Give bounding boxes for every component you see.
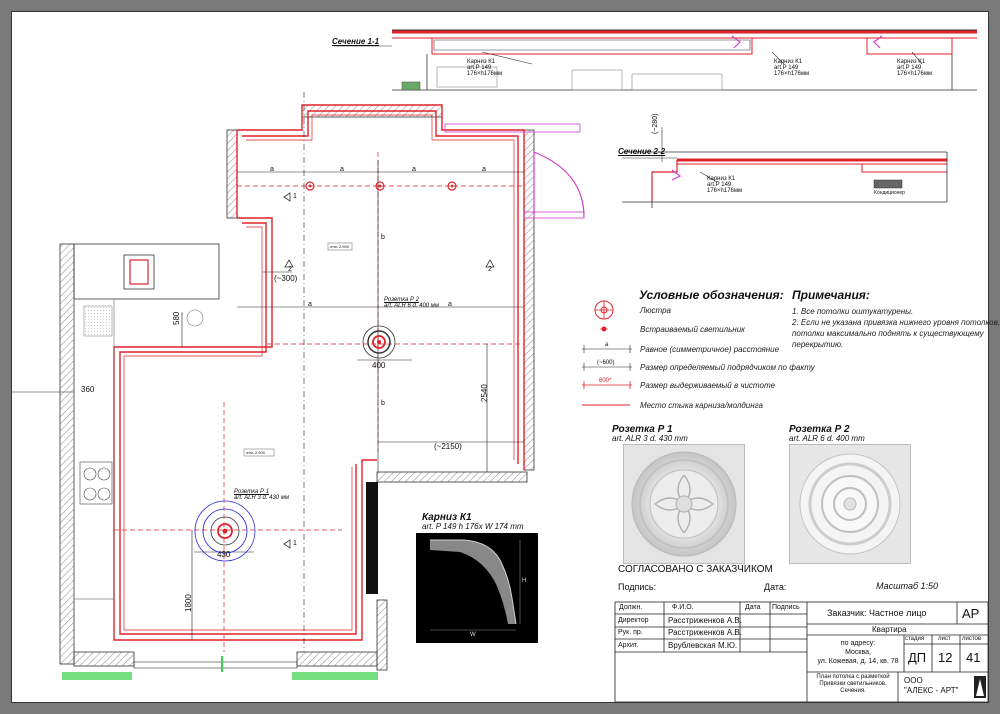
section-1-title: Сечение 1-1: [332, 37, 380, 46]
tb-row-2-role: Рук. пр.: [618, 629, 643, 636]
dim-a-4: a: [482, 166, 486, 173]
dim-2150: (~2150): [434, 442, 462, 451]
tb-sheet: 12: [938, 650, 953, 665]
dim-400: 400: [372, 361, 386, 370]
dim-2540: 2540: [480, 384, 489, 402]
tb-object: Квартира: [872, 625, 907, 634]
rosette-p2-drawing: [790, 445, 910, 563]
dim-a-1: a: [270, 166, 274, 173]
tb-row-3-name: Врублевская М.Ю.: [668, 641, 738, 650]
section-marker-1a: 1: [293, 193, 297, 200]
cornice-w-label: W: [470, 632, 476, 638]
rosette-p2-title: Розетка Р 2: [789, 424, 850, 435]
tb-address: по адресу:Москва,ул. Кожевая, д. 14, кв.…: [817, 640, 899, 665]
section-marker-2a: 2: [288, 266, 292, 273]
notes-title: Примечания:: [792, 288, 870, 302]
rosette-p2-image: [789, 444, 911, 564]
tb-sheet-header: лист: [938, 636, 951, 642]
cornice-title: Карниз К1: [422, 512, 472, 523]
dim-a-3: a: [412, 166, 416, 173]
section-marker-1b: 1: [293, 540, 297, 547]
section-2-dim: (~280): [652, 113, 659, 134]
tb-row-1-name: Расстриженков А.В.: [668, 616, 742, 625]
section-2-tag: Кондиционер: [874, 190, 905, 196]
notes-body: 1. Все потолки оштукатурены. 2. Если не …: [792, 307, 1000, 349]
rosette-p2-art: art. ALR 6 d. 400 mm: [789, 434, 865, 443]
dim-300: (~300): [274, 274, 298, 283]
dim-580: 580: [172, 311, 181, 325]
legend-sym-600b: 600*: [599, 378, 612, 384]
tb-sheets: 41: [966, 650, 981, 665]
dim-b-1: b: [381, 234, 385, 241]
company-logo: [974, 676, 986, 698]
tb-row-3-role: Архит.: [618, 642, 639, 649]
legend-item-joint: Место стыка карниза/молдинга: [640, 401, 763, 410]
rosette-p1-drawing: [624, 445, 744, 563]
tb-code: АР: [962, 606, 980, 621]
tb-customer: Заказчик: Частное лицо: [827, 608, 927, 618]
legend-item-spotlight: Встраиваемый светильник: [640, 325, 745, 334]
dim-a-2: a: [340, 166, 344, 173]
tb-row-1-role: Директор: [618, 617, 649, 624]
tb-header-role: Должн.: [619, 604, 643, 611]
cornice-art: art. P 149 h 176x W 174 mm: [422, 522, 524, 531]
tb-stage-header: стадия: [905, 636, 925, 642]
dim-a-6: a: [448, 301, 452, 308]
legend-item-equal-distance: Равное (симметричное) расстояние: [640, 345, 780, 354]
drawing-graphics: [12, 29, 988, 702]
rosette-p1-art: art. ALR 3 d. 430 mm: [612, 434, 688, 443]
tb-row-2-name: Расстриженков А.В.: [668, 628, 742, 637]
tb-header-date: Дата: [745, 604, 761, 611]
approval-text: СОГЛАСОВАНО С ЗАКАЗЧИКОМ: [618, 564, 773, 575]
section-2-2-drawing: [622, 127, 948, 208]
title-block-grid: [614, 601, 988, 702]
level-mark-2: отм. 2.900: [246, 450, 265, 455]
section-2-title: Сечение 2-2: [618, 147, 666, 156]
tb-sheets-header: листов: [962, 636, 982, 642]
legend-item-chandelier: Люстра: [640, 306, 671, 315]
tb-stage: ДП: [908, 650, 927, 665]
approval-signature: Подпись:: [618, 582, 657, 592]
section-1-1-drawing: [334, 29, 977, 91]
dim-1800: 1800: [184, 594, 193, 612]
dim-b-2: b: [381, 400, 385, 407]
cornice-h-label: H: [522, 578, 527, 584]
legend-symbols: [582, 300, 632, 406]
rosette-p1-image: [623, 444, 745, 564]
section-marker-2b: 2: [488, 266, 492, 273]
floor-plan: [12, 92, 585, 680]
cornice-profile-panel: [416, 533, 538, 643]
dim-360: 360: [81, 385, 95, 394]
level-mark-1: отм. 2.900: [330, 244, 349, 249]
legend-sym-a: a: [605, 342, 609, 348]
approval-date: Дата:: [764, 582, 787, 592]
legend-title: Условные обозначения:: [639, 288, 784, 302]
tb-header-sign: Подпись: [772, 604, 800, 611]
rosette-p1-title: Розетка Р 1: [612, 424, 673, 435]
tb-header-name: Ф.И.О.: [672, 604, 694, 611]
dim-430: 430: [217, 550, 231, 559]
drawing-scale: Масштаб 1:50: [876, 581, 939, 591]
legend-sym-600: (~600): [597, 360, 615, 366]
legend-item-clear-dimension: Размер выдерживаемый в чистоте: [640, 381, 776, 390]
dim-a-5: a: [308, 301, 312, 308]
legend-item-site-dimension: Размер определяемый подрядчиком по факту: [640, 363, 815, 372]
tb-company: ООО"АЛЕКС - АРТ": [904, 676, 959, 695]
